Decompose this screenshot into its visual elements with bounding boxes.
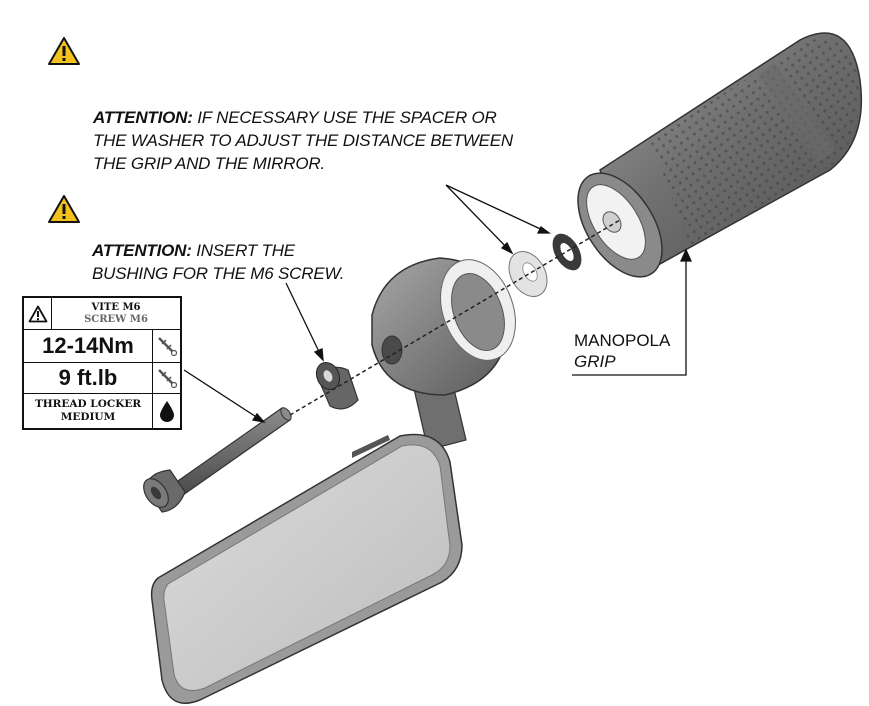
grip-label-en: GRIP [574,352,616,371]
note-line: IF NECESSARY USE THE SPACER OR [192,108,497,127]
grip-label: MANOPOLA GRIP [574,330,670,372]
torque-ftlb-value: 9 ft.lb [58,365,118,390]
wrench-icon [157,337,177,357]
warning-cell [24,298,52,329]
warning-triangle-icon [48,37,80,65]
m6-screw [143,407,292,513]
washer [552,233,582,271]
thread-locker-strength: MEDIUM [60,411,116,423]
spec-title-row: VITE M6 SCREW M6 [24,298,180,330]
leader-lines [183,184,693,423]
note-line: THE WASHER TO ADJUST THE DISTANCE BETWEE… [93,131,513,150]
grip-label-it: MANOPOLA [574,331,671,350]
note-line: BUSHING FOR THE M6 SCREW. [92,264,345,283]
spec-torque-nm-row: 12-14Nm [24,330,180,363]
torque-spec-table: VITE M6 SCREW M6 12-14Nm 9 ft.lb [22,296,182,430]
torque-nm-value: 12-14Nm [42,333,134,358]
spacer-washer-note: ATTENTION: IF NECESSARY USE THE SPACER O… [93,106,513,175]
mirror-head [371,257,516,451]
mirror [150,433,463,704]
screw-title-it: VITE M6 [91,301,141,313]
drop-icon [159,401,174,422]
warning-triangle-icon [48,195,80,223]
bushing [315,361,359,410]
note-line: THE GRIP AND THE MIRROR. [93,154,325,173]
screw-title-en: SCREW M6 [84,313,148,325]
note-prefix: ATTENTION: [93,108,193,127]
spec-torque-ftlb-row: 9 ft.lb [24,363,180,394]
warning-triangle-icon [28,305,47,322]
wrench-icon [157,369,177,389]
assembly-axis-line [289,219,621,416]
note-prefix: ATTENTION: [92,241,192,260]
spec-locker-row: THREAD LOCKER MEDIUM [24,394,180,428]
thread-locker-label: THREAD LOCKER [34,398,142,410]
bushing-note: ATTENTION: INSERT THE BUSHING FOR THE M6… [92,239,344,285]
note-line: INSERT THE [191,241,295,260]
grip [577,32,863,278]
